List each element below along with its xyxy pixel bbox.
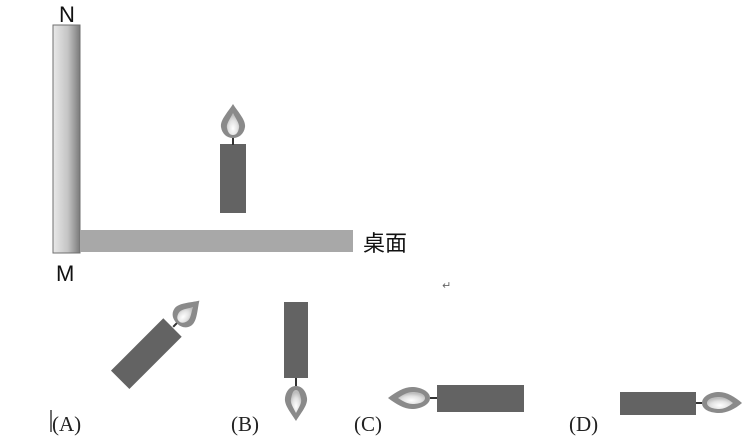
candle-b-body (284, 302, 308, 378)
option-c: (C) (354, 385, 524, 436)
candle-body (220, 144, 246, 213)
candle-d-flame-inner (707, 397, 733, 409)
candle-b-flame-inner (290, 390, 302, 413)
candle-a-flame-inner (177, 306, 194, 323)
candle-c-flame-inner (398, 392, 425, 404)
table-label: 桌面 (363, 231, 407, 256)
flame-inner (226, 113, 240, 135)
option-c-label: (C) (354, 412, 382, 436)
option-a: (A) (50, 300, 200, 436)
option-a-label: (A) (52, 412, 81, 436)
plane-mirror (52, 24, 81, 254)
candle-a (110, 300, 200, 390)
wall-bottom-label: M (56, 261, 74, 286)
return-mark: ↵ (442, 279, 451, 292)
option-d-label: (D) (569, 412, 598, 436)
candle-d-body (620, 392, 696, 415)
option-b-label: (B) (231, 412, 259, 436)
option-b: (B) (231, 302, 308, 436)
main-figure: N M 桌面 ↵ (52, 2, 451, 292)
candle-main (220, 104, 246, 213)
candle-a-body (110, 318, 182, 390)
table-surface (80, 230, 353, 252)
candle-c-body (437, 385, 524, 412)
option-d: (D) (569, 392, 742, 436)
wall-top-label: N (59, 2, 75, 27)
